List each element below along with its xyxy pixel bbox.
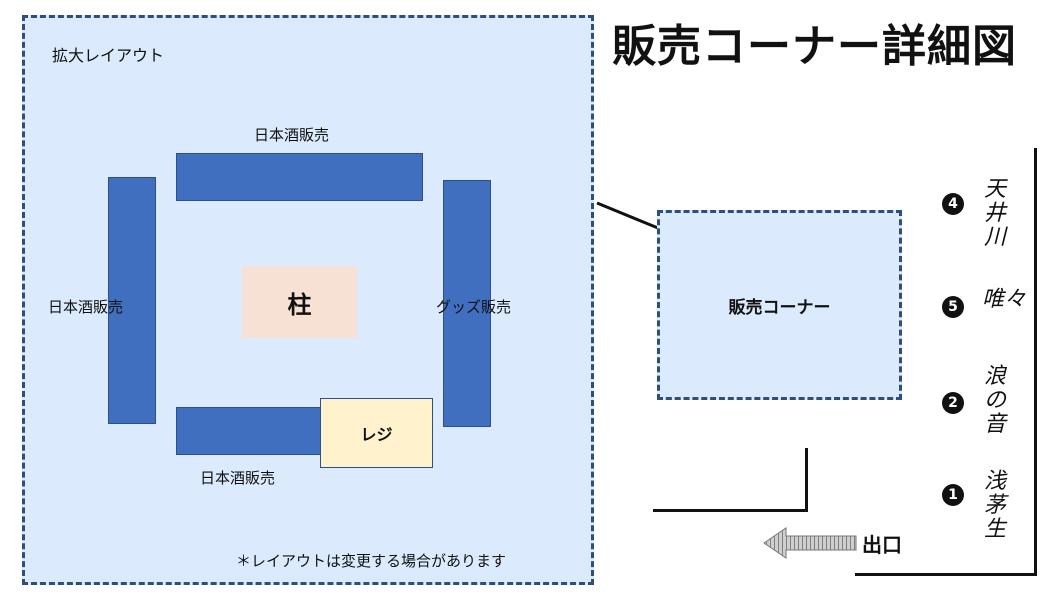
exit-label: 出口: [862, 533, 902, 557]
register: レジ: [320, 398, 433, 468]
pillar: 柱: [242, 266, 357, 338]
brand-name: 浪の音: [983, 364, 1006, 437]
bottom-counter-label: 日本酒販売: [200, 469, 276, 487]
right-goods-counter: [443, 180, 491, 427]
left-counter-label: 日本酒販売: [48, 298, 124, 316]
brand-number-badge: 4: [942, 193, 964, 215]
brand-name: 天井川: [983, 177, 1006, 250]
right-counter-label: グッズ販売: [436, 298, 512, 316]
exit-arrow-icon: [763, 527, 857, 559]
bottom-sake-counter: [176, 407, 326, 455]
bottom-wall: [855, 573, 1037, 576]
right-wall: [1034, 148, 1037, 576]
inner-wall-horizontal: [653, 509, 808, 512]
brand-number-badge: 1: [942, 484, 964, 506]
brand-name: 浅茅生: [983, 469, 1006, 542]
left-sake-counter: [108, 177, 156, 424]
brand-number-badge: 5: [942, 296, 964, 318]
brand-number-badge: 2: [942, 392, 964, 414]
brand-name: 唯々: [982, 287, 1027, 312]
top-sake-counter: [176, 153, 423, 201]
zoom-panel-title: 拡大レイアウト: [52, 46, 165, 65]
inner-wall-vertical: [805, 448, 808, 512]
connector-line: [596, 201, 659, 230]
sales-corner-box: 販売コーナー: [657, 210, 902, 400]
page-title: 販売コーナー詳細図: [612, 21, 1017, 72]
layout-change-note: ＊レイアウトは変更する場合があります: [236, 552, 507, 570]
top-counter-label: 日本酒販売: [254, 126, 330, 144]
